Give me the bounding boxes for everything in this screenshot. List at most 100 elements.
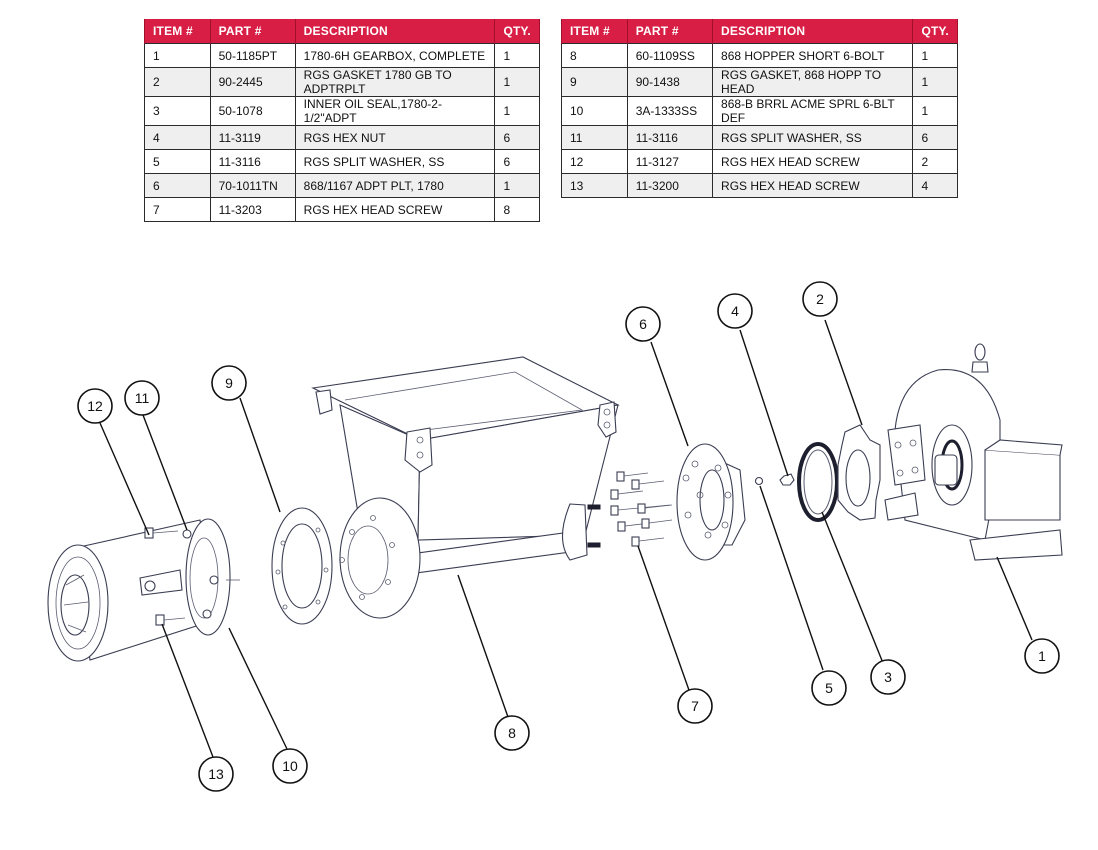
bom-cell-description: RGS GASKET, 868 HOPP TO HEAD bbox=[712, 67, 914, 97]
gearbox bbox=[884, 343, 1063, 561]
bom-cell-item: 12 bbox=[561, 149, 628, 174]
callout-12: 12 bbox=[77, 388, 113, 424]
bom-cell-qty: 1 bbox=[494, 43, 540, 68]
bom-cell-part: 11-3203 bbox=[209, 197, 296, 222]
svg-text:12: 12 bbox=[87, 398, 103, 414]
bom-cell-part: 11-3200 bbox=[626, 173, 714, 198]
header-part: PART # bbox=[626, 19, 714, 44]
bom-cell-description: RGS GASKET 1780 GB TO ADPTRPLT bbox=[294, 67, 496, 97]
callout-1: 1 bbox=[1024, 638, 1060, 674]
bom-cell-item: 13 bbox=[561, 173, 628, 198]
bom-cell-qty: 1 bbox=[912, 67, 958, 97]
header-description: DESCRIPTION bbox=[294, 19, 496, 44]
bom-cell-qty: 1 bbox=[494, 173, 540, 198]
bom-cell-qty: 1 bbox=[494, 96, 540, 126]
callout-11: 11 bbox=[124, 380, 160, 416]
stud bbox=[587, 542, 601, 548]
bom-cell-description: RGS HEX NUT bbox=[294, 125, 496, 150]
bom-cell-qty: 1 bbox=[912, 43, 958, 68]
bom-cell-qty: 1 bbox=[494, 67, 540, 97]
svg-text:11: 11 bbox=[135, 390, 150, 406]
callout-2: 2 bbox=[802, 281, 838, 317]
svg-text:4: 4 bbox=[731, 303, 739, 319]
split-washer bbox=[754, 476, 764, 486]
header-item: ITEM # bbox=[561, 19, 628, 44]
stud bbox=[587, 504, 601, 510]
bom-header-row: ITEM # PART # DESCRIPTION QTY. bbox=[144, 19, 540, 44]
callout-8: 8 bbox=[494, 715, 530, 751]
barrel bbox=[47, 518, 240, 662]
header-part: PART # bbox=[209, 19, 296, 44]
leader-lines bbox=[99, 319, 1033, 758]
bom-cell-part: 90-2445 bbox=[209, 67, 296, 97]
svg-text:9: 9 bbox=[225, 375, 233, 391]
bom-cell-description: 1780-6H GEARBOX, COMPLETE bbox=[294, 43, 496, 68]
callout-5: 5 bbox=[811, 670, 847, 706]
callout-4: 4 bbox=[717, 293, 753, 329]
bom-cell-part: 70-1011TN bbox=[209, 173, 296, 198]
svg-text:3: 3 bbox=[884, 669, 892, 685]
gearbox-gasket bbox=[837, 424, 881, 521]
bom-cell-item: 3 bbox=[144, 96, 211, 126]
hopper-gasket bbox=[271, 507, 333, 625]
svg-text:13: 13 bbox=[208, 766, 224, 782]
callout-13: 13 bbox=[198, 756, 234, 792]
bom-cell-part: 11-3116 bbox=[626, 125, 714, 150]
screw-head bbox=[155, 614, 165, 626]
bom-cell-item: 10 bbox=[561, 96, 628, 126]
hopper bbox=[311, 356, 620, 619]
exploded-view-drawing: 1 2 3 4 5 6 7 8 9 10 11 12 13 bbox=[47, 281, 1063, 792]
bom-cell-qty: 6 bbox=[494, 149, 540, 174]
bom-cell-qty: 1 bbox=[912, 96, 958, 126]
svg-text:2: 2 bbox=[816, 291, 824, 307]
bom-cell-item: 4 bbox=[144, 125, 211, 150]
svg-text:5: 5 bbox=[825, 680, 833, 696]
svg-text:7: 7 bbox=[691, 698, 699, 714]
bom-cell-part: 11-3116 bbox=[209, 149, 296, 174]
header-description: DESCRIPTION bbox=[712, 19, 914, 44]
svg-text:10: 10 bbox=[282, 758, 298, 774]
svg-text:8: 8 bbox=[508, 725, 516, 741]
bom-cell-item: 7 bbox=[144, 197, 211, 222]
bom-cell-qty: 8 bbox=[494, 197, 540, 222]
bom-cell-description: RGS SPLIT WASHER, SS bbox=[294, 149, 496, 174]
bom-cell-part: 11-3127 bbox=[626, 149, 714, 174]
bom-cell-description: RGS HEX HEAD SCREW bbox=[294, 197, 496, 222]
bom-header-row: ITEM # PART # DESCRIPTION QTY. bbox=[561, 19, 958, 44]
bom-cell-item: 2 bbox=[144, 67, 211, 97]
bom-cell-qty: 6 bbox=[494, 125, 540, 150]
adapter-plate bbox=[676, 443, 746, 561]
svg-text:1: 1 bbox=[1038, 648, 1046, 664]
bom-cell-part: 50-1185PT bbox=[209, 43, 296, 68]
bom-cell-item: 1 bbox=[144, 43, 211, 68]
bom-cell-item: 9 bbox=[561, 67, 628, 97]
bom-cell-item: 11 bbox=[561, 125, 628, 150]
bom-cell-description: RGS HEX HEAD SCREW bbox=[712, 173, 914, 198]
bom-cell-description: 868-B BRRL ACME SPRL 6-BLT DEF bbox=[712, 96, 914, 126]
bom-cell-description: INNER OIL SEAL,1780-2-1/2"ADPT bbox=[294, 96, 496, 126]
inner-oil-seal bbox=[797, 442, 839, 522]
bom-cell-qty: 6 bbox=[912, 125, 958, 150]
header-qty: QTY. bbox=[494, 19, 540, 44]
bom-cell-description: RGS HEX HEAD SCREW bbox=[712, 149, 914, 174]
bom-cell-part: 50-1078 bbox=[209, 96, 296, 126]
callout-7: 7 bbox=[677, 688, 713, 724]
bom-cell-part: 60-1109SS bbox=[626, 43, 714, 68]
bom-cell-item: 6 bbox=[144, 173, 211, 198]
svg-text:6: 6 bbox=[639, 316, 647, 332]
hex-nut bbox=[779, 473, 795, 486]
